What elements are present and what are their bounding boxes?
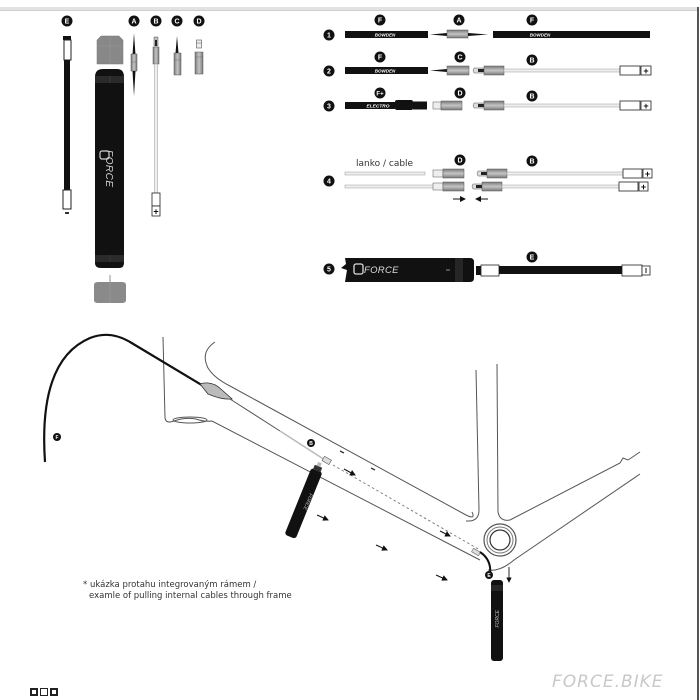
svg-text:3: 3 — [327, 104, 331, 111]
badge-D: D — [193, 15, 205, 27]
arrow-icon — [316, 514, 329, 521]
badge-C: C — [171, 15, 183, 27]
arrow-icon — [435, 574, 448, 581]
badge-B: B — [150, 15, 162, 27]
outer-cable-F: F — [43, 333, 233, 463]
svg-text:BOWDEN: BOWDEN — [375, 33, 396, 38]
svg-text:D: D — [196, 19, 201, 26]
svg-text:2: 2 — [327, 69, 331, 76]
footer-brand-logo: FORCE.BIKE — [552, 672, 664, 692]
svg-text:F: F — [530, 18, 535, 25]
direction-arrows — [316, 468, 451, 581]
svg-text:BOWDEN: BOWDEN — [530, 33, 551, 38]
svg-text:B: B — [309, 441, 313, 447]
footnote: * ukázka protahu integrovaným rámem / ex… — [83, 580, 292, 602]
svg-text:A: A — [456, 18, 461, 25]
right-border — [697, 7, 699, 700]
svg-text:E: E — [65, 19, 70, 26]
svg-text:C: C — [457, 55, 462, 62]
internal-cable: B E — [229, 398, 493, 579]
svg-text:A: A — [131, 19, 136, 26]
top-border — [0, 7, 698, 11]
svg-text:F: F — [378, 55, 383, 62]
svg-text:4: 4 — [327, 179, 331, 186]
arrow-icon — [375, 544, 388, 551]
seat-tube-left — [466, 369, 480, 522]
tool-cap-bottom — [94, 275, 126, 303]
svg-text:ELECTRO: ELECTRO — [367, 104, 390, 110]
step-3: 3 F+ D B ELECTRO + — [323, 87, 652, 112]
svg-text:B: B — [529, 58, 534, 65]
down-tube-lower-edge — [162, 336, 481, 561]
part-C-adapter — [173, 36, 182, 76]
part-E-pull-cable — [62, 36, 72, 214]
tool-cap-top — [96, 35, 124, 65]
svg-text:FORCE: FORCE — [495, 609, 501, 627]
adapter-C — [446, 65, 470, 76]
seat-tube-right — [496, 363, 641, 521]
part-A-connector — [130, 33, 138, 96]
tool-logo: FORCE — [103, 150, 114, 188]
part-D-adapter — [194, 39, 204, 75]
step-1: 1 F A F BOWDEN BOWDEN — [323, 14, 650, 41]
badge-E: E — [61, 15, 73, 27]
svg-text:B: B — [529, 159, 534, 166]
svg-text:D: D — [457, 158, 462, 165]
dashed-cable-path — [332, 464, 481, 551]
svg-text:E: E — [530, 255, 535, 262]
svg-text:F: F — [378, 18, 383, 25]
tool-on-frame: FORCE — [285, 461, 323, 539]
arrow-icon — [439, 530, 451, 537]
svg-text:F+: F+ — [376, 92, 384, 98]
plus-icon: + — [153, 207, 158, 217]
svg-text:1: 1 — [327, 33, 331, 40]
badge-A: A — [128, 15, 140, 27]
tool-horizontal — [341, 258, 474, 282]
step-2: 2 F C B BOWDEN + — [323, 51, 652, 77]
bowden-housing-right — [493, 31, 650, 38]
tool-body: FORCE — [95, 69, 124, 268]
svg-text:+: + — [645, 169, 650, 179]
svg-text:F: F — [55, 435, 58, 441]
svg-text:+: + — [643, 101, 648, 111]
parts-legend: E A B C D — [61, 15, 205, 303]
step-5: 5 E FORCE — [323, 251, 651, 282]
cable-label: lanko / cable — [356, 159, 414, 169]
frame-diagram — [162, 336, 641, 571]
svg-text:C: C — [174, 19, 179, 26]
footnote-line-1: * ukázka protahu integrovaným rámem / — [83, 580, 257, 590]
chainstay-lower — [487, 473, 641, 571]
bottom-bracket — [483, 523, 517, 557]
part-B-pull-cable: + — [151, 36, 161, 217]
svg-text:5: 5 — [327, 267, 331, 274]
svg-text:FORCE: FORCE — [364, 265, 399, 276]
svg-text:+: + — [641, 182, 646, 192]
svg-text:BOWDEN: BOWDEN — [375, 69, 396, 74]
svg-text:B: B — [153, 19, 158, 26]
svg-text:+: + — [643, 66, 648, 76]
step-4: 4 D B + + — [323, 154, 653, 202]
svg-text:B: B — [529, 94, 534, 101]
svg-text:D: D — [457, 91, 462, 98]
qr-code-icon — [30, 688, 58, 696]
bowden-housing-left — [345, 31, 428, 38]
down-tube-upper-edge — [204, 341, 474, 518]
footnote-line-2: examle of pulling internal cables throug… — [89, 591, 292, 601]
tool-exit: FORCE — [491, 567, 512, 661]
svg-text:E: E — [487, 573, 491, 579]
arrow-icon — [343, 468, 356, 476]
connector-A — [446, 29, 469, 39]
head-tube-opening — [172, 416, 208, 424]
